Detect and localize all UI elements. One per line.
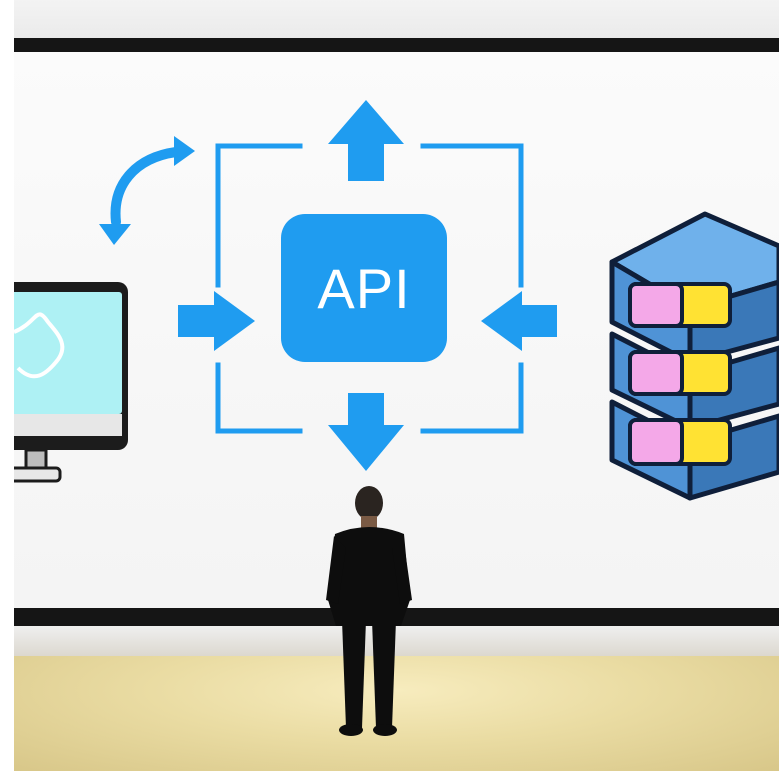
person-figure [326, 486, 412, 736]
wall-strip [14, 626, 779, 656]
api-box [281, 214, 447, 362]
arrow-down-icon [328, 393, 404, 471]
curved-arrow-head-bottom [99, 224, 131, 245]
image-left-margin [0, 0, 14, 771]
desktop-monitor-icon [4, 282, 128, 483]
room-ceiling [14, 0, 779, 40]
server-drive-bays [628, 282, 732, 466]
arrow-right-in-icon [481, 291, 557, 351]
connection-frame [215, 143, 524, 434]
stage-floor [14, 656, 779, 771]
curved-double-arrow-icon [110, 147, 181, 227]
arrow-left-in-icon [178, 291, 255, 351]
screen-frame-top [14, 38, 779, 52]
arrow-up-icon [328, 100, 404, 181]
curved-arrow-head-top [174, 136, 195, 166]
